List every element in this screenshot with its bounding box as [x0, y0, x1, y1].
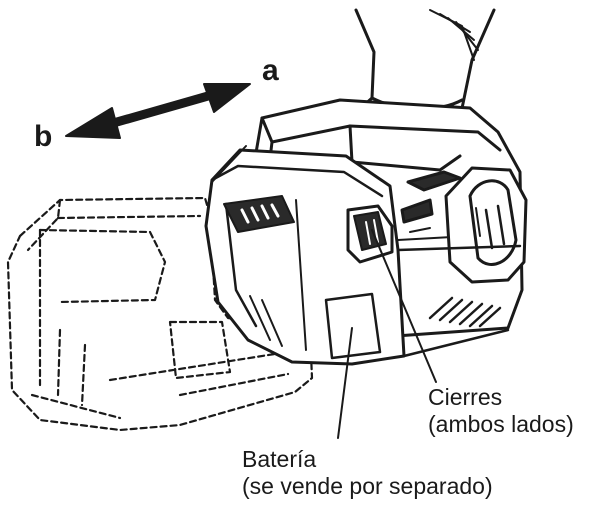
latches-callout: Cierres (ambos lados): [428, 384, 574, 438]
battery-callout-line1: Batería: [242, 446, 317, 472]
arrow-label-b: b: [34, 120, 53, 153]
latches-callout-line2: (ambos lados): [428, 411, 574, 437]
battery-callout-line2: (se vende por separado): [242, 473, 493, 499]
slide-direction-arrow: [65, 83, 251, 139]
battery-removed-dashed-outline: [6, 196, 314, 432]
battery-callout: Batería (se vende por separado): [242, 446, 493, 500]
side-clip: [444, 166, 528, 284]
latches-callout-line1: Cierres: [428, 384, 503, 410]
battery-charge-indicator: [223, 195, 295, 233]
arrow-label-a: a: [262, 54, 279, 87]
battery-latch: [346, 204, 394, 264]
callout-leader-lines: [337, 229, 437, 439]
